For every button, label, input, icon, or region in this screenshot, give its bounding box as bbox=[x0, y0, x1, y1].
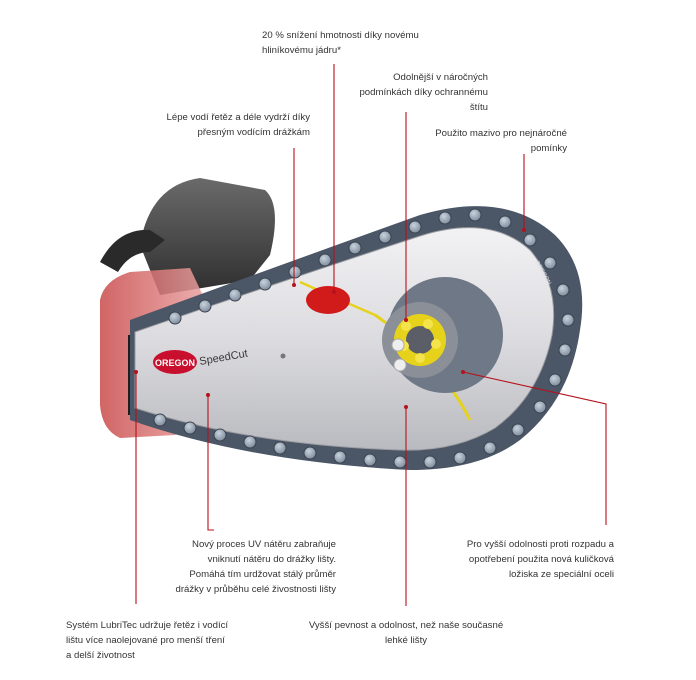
bearing-ball bbox=[415, 353, 425, 363]
leader-lines bbox=[135, 64, 607, 606]
bearing-ball bbox=[401, 321, 411, 331]
red-shield bbox=[306, 286, 350, 314]
label-bearing: Pro vyšší odolnosti proti rozpadu a opot… bbox=[466, 539, 614, 580]
label-guide: Lépe vodí řetěz a déle vydrží díky přesn… bbox=[166, 112, 310, 138]
label-uv-coating: Nový proces UV nátěru zabraňuje vniknutí… bbox=[175, 539, 337, 595]
bearing-center bbox=[406, 326, 434, 354]
leader-dot bbox=[522, 228, 526, 232]
bar-rivet bbox=[391, 338, 405, 352]
leader-dot bbox=[404, 318, 408, 322]
label-grease: Použito mazivo pro nejnáročné pomínky bbox=[435, 128, 567, 154]
chain-links bbox=[153, 208, 575, 469]
leader-dot bbox=[404, 405, 408, 409]
hand-guard bbox=[140, 178, 275, 295]
label-weight: 20 % snížení hmotnosti díky novému hliní… bbox=[262, 30, 419, 56]
label-strength: Vyšší pevnost a odolnost, než naše souča… bbox=[308, 620, 504, 646]
handle-grip bbox=[100, 229, 165, 272]
bearing-ball bbox=[431, 339, 441, 349]
bar-rivet bbox=[393, 358, 407, 372]
leader-dot bbox=[332, 290, 336, 294]
label-lubritec: Systém LubriTec udržuje řetěz i vodící l… bbox=[66, 620, 229, 661]
bar-rivet bbox=[280, 353, 286, 359]
leader-dot bbox=[206, 393, 210, 397]
leader-dot bbox=[461, 370, 465, 374]
leader-uv bbox=[207, 395, 214, 531]
brand-logo-text: OREGON bbox=[155, 358, 195, 368]
leader-bearing bbox=[462, 371, 607, 525]
leader-dot bbox=[292, 283, 296, 287]
bearing-ball bbox=[423, 319, 433, 329]
brand-logo-badge bbox=[153, 350, 197, 374]
label-durable-shield: Odolnější v náročných podmínkách díky oc… bbox=[359, 72, 488, 113]
leader-dot bbox=[134, 370, 138, 374]
